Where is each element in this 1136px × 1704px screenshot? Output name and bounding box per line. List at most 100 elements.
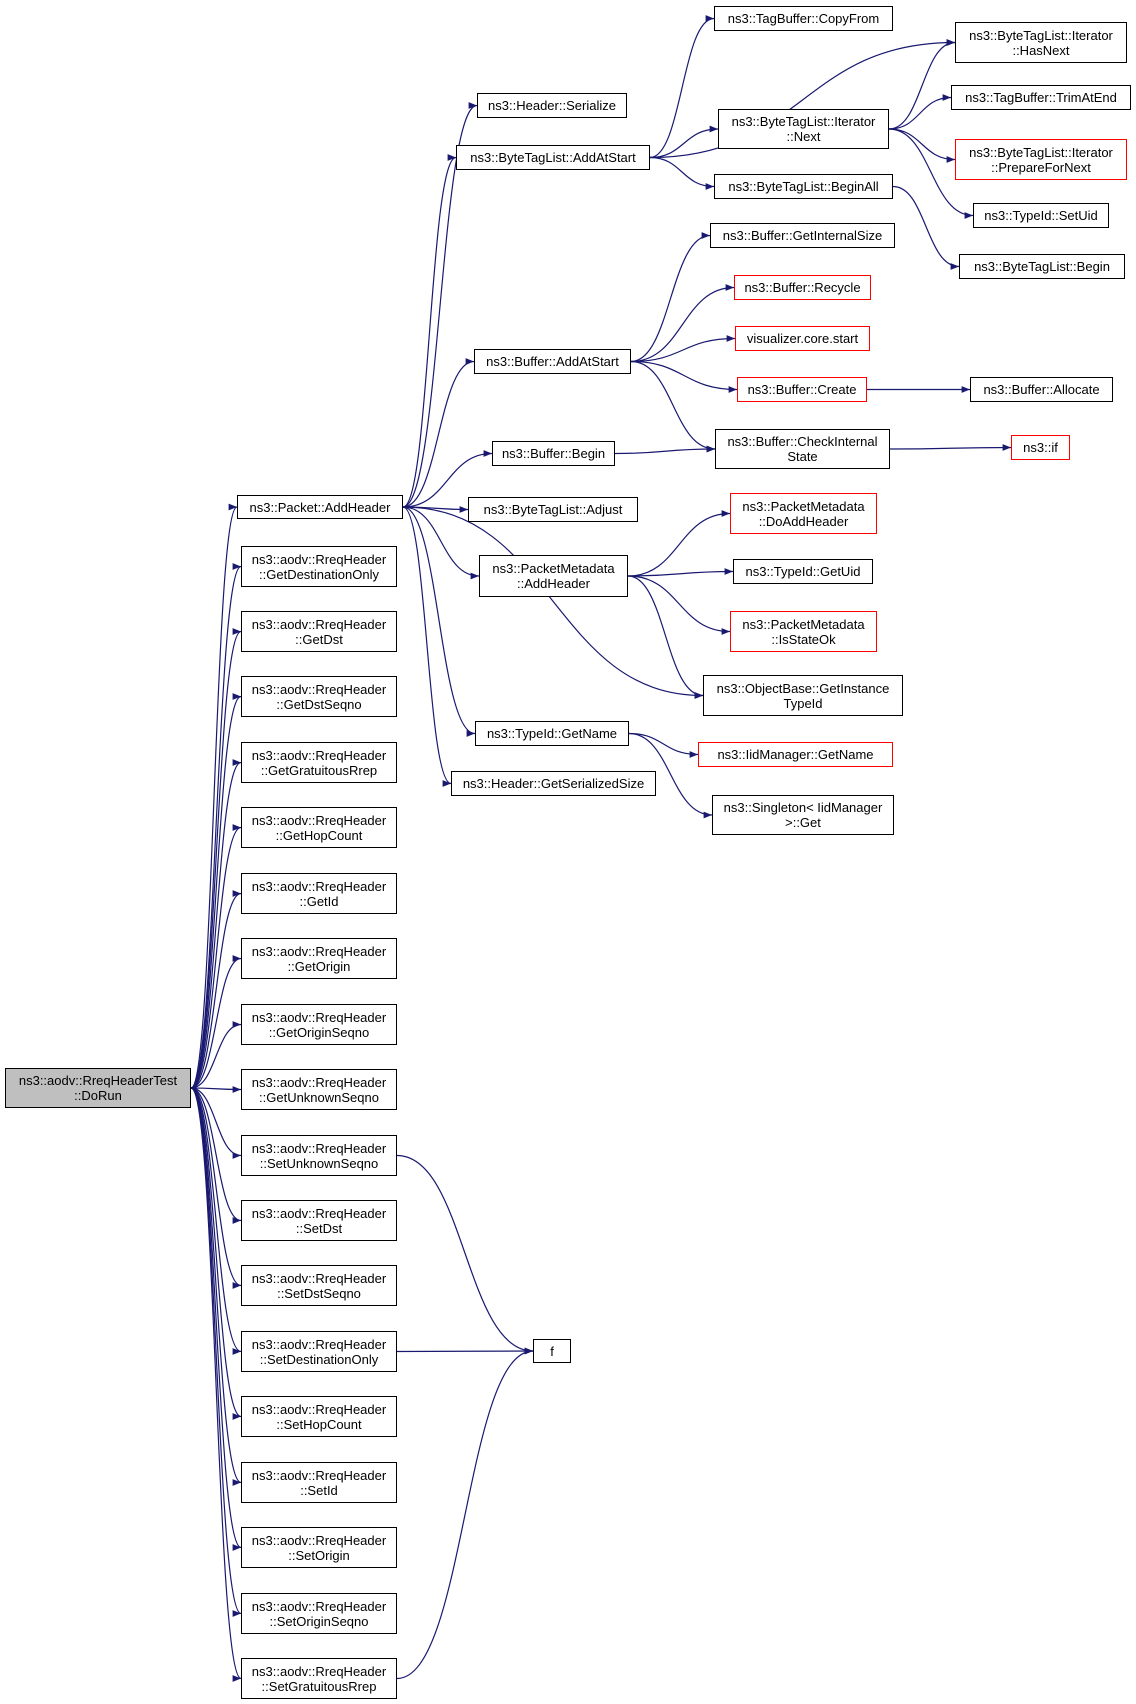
edge-dorun-to-sethopcount (190, 1087, 242, 1420)
node-getunknownseqno[interactable]: ns3::aodv::RreqHeader::GetUnknownSeqno (241, 1069, 397, 1110)
node-setunknownseqno[interactable]: ns3::aodv::RreqHeader::SetUnknownSeqno (241, 1135, 397, 1176)
node-setdstseqno[interactable]: ns3::aodv::RreqHeader::SetDstSeqno (241, 1265, 397, 1306)
node-bufrecycle[interactable]: ns3::Buffer::Recycle (734, 275, 871, 300)
node-ns3if[interactable]: ns3::if (1011, 435, 1070, 460)
node-label: ns3::aodv::RreqHeader (251, 616, 387, 632)
node-label: ::SetDst (295, 1220, 343, 1236)
node-bufgetintsize[interactable]: ns3::Buffer::GetInternalSize (710, 223, 895, 248)
node-label: ::PrepareForNext (991, 159, 1091, 175)
node-label: ns3::Buffer::Recycle (744, 280, 861, 295)
node-label: ns3::PacketMetadata (742, 498, 865, 514)
edge-addheader-to-bufbegin (402, 450, 493, 508)
node-btladdatstart[interactable]: ns3::ByteTagList::AddAtStart (456, 145, 650, 170)
node-setdst[interactable]: ns3::aodv::RreqHeader::SetDst (241, 1200, 397, 1241)
edge-dorun-to-setdestonly (190, 1087, 242, 1355)
node-tidgetuid[interactable]: ns3::TypeId::GetUid (733, 559, 873, 584)
node-label: visualizer.core.start (746, 331, 859, 346)
node-tidgetname[interactable]: ns3::TypeId::GetName (475, 721, 629, 746)
node-btlbeginall[interactable]: ns3::ByteTagList::BeginAll (714, 174, 893, 199)
node-label: ::GetUnknownSeqno (259, 1089, 379, 1105)
edge-dorun-to-gethopcount (190, 824, 242, 1089)
edge-dorun-to-setid (190, 1087, 242, 1486)
node-getdstseqno[interactable]: ns3::aodv::RreqHeader::GetDstSeqno (241, 676, 397, 717)
node-label: ns3::PacketMetadata (742, 616, 865, 632)
edge-bufaddatstart-to-bufcreate (630, 360, 738, 393)
node-label: ns3::aodv::RreqHeader (251, 747, 387, 763)
node-getid[interactable]: ns3::aodv::RreqHeader::GetId (241, 873, 397, 914)
node-label: ::GetDestinationOnly (259, 566, 379, 582)
node-label: ns3::ByteTagList::AddAtStart (470, 150, 636, 165)
node-iidmgetname[interactable]: ns3::IidManager::GetName (698, 742, 893, 767)
node-label: ns3::aodv::RreqHeader (251, 1074, 387, 1090)
node-getdst[interactable]: ns3::aodv::RreqHeader::GetDst (241, 611, 397, 652)
node-setdestonly[interactable]: ns3::aodv::RreqHeader::SetDestinationOnl… (241, 1331, 397, 1372)
node-label: ns3::ByteTagList::Iterator (969, 144, 1113, 160)
node-setorigin[interactable]: ns3::aodv::RreqHeader::SetOrigin (241, 1527, 397, 1568)
node-label: ::SetDstSeqno (277, 1285, 361, 1301)
edge-dorun-to-setunknownseqno (190, 1087, 242, 1159)
edge-btlbeginall-to-btlbegin (892, 185, 960, 270)
node-label: ::DoAddHeader (758, 513, 849, 529)
node-dorun[interactable]: ns3::aodv::RreqHeaderTest::DoRun (5, 1068, 191, 1108)
node-btlitnext[interactable]: ns3::ByteTagList::Iterator::Next (718, 109, 889, 149)
node-getgratrrep[interactable]: ns3::aodv::RreqHeader::GetGratuitousRrep (241, 742, 397, 783)
node-label: ::Next (786, 129, 821, 144)
node-label: ns3::aodv::RreqHeader (251, 1532, 387, 1548)
node-btlbegin[interactable]: ns3::ByteTagList::Begin (959, 254, 1125, 279)
node-btladjust[interactable]: ns3::ByteTagList::Adjust (468, 497, 638, 522)
node-bufcreate[interactable]: ns3::Buffer::Create (737, 377, 867, 402)
node-label: ns3::aodv::RreqHeader (251, 1467, 387, 1483)
node-f[interactable]: f (533, 1339, 571, 1363)
node-vizstart[interactable]: visualizer.core.start (735, 326, 870, 351)
edge-btladdatstart-to-tagbufcopyfrom (649, 15, 715, 159)
edge-dorun-to-getdst (190, 628, 242, 1089)
node-label: ::SetId (300, 1482, 338, 1498)
edge-dorun-to-getgratrrep (190, 759, 242, 1089)
node-hdrgetsize[interactable]: ns3::Header::GetSerializedSize (451, 771, 656, 796)
node-sethopcount[interactable]: ns3::aodv::RreqHeader::SetHopCount (241, 1396, 397, 1437)
node-label: ::SetOrigin (288, 1547, 350, 1563)
node-setid[interactable]: ns3::aodv::RreqHeader::SetId (241, 1462, 397, 1503)
node-addheader[interactable]: ns3::Packet::AddHeader (237, 495, 403, 519)
node-getoriginseqno[interactable]: ns3::aodv::RreqHeader::GetOriginSeqno (241, 1004, 397, 1045)
edge-btlitnext-to-btlithasnext (888, 39, 956, 130)
node-tagbuftrim[interactable]: ns3::TagBuffer::TrimAtEnd (951, 85, 1131, 110)
node-getorigin[interactable]: ns3::aodv::RreqHeader::GetOrigin (241, 938, 397, 979)
node-hdrserialize[interactable]: ns3::Header::Serialize (477, 93, 627, 118)
node-bufbegin[interactable]: ns3::Buffer::Begin (492, 441, 615, 466)
edge-setgratrrep-to-f (396, 1347, 534, 1680)
node-label: ns3::Buffer::Create (747, 382, 857, 397)
node-tidsetuid[interactable]: ns3::TypeId::SetUid (973, 203, 1109, 228)
node-label: ns3::aodv::RreqHeader (251, 1336, 387, 1352)
edge-tidgetname-to-iidmgetname (628, 732, 699, 758)
node-singletonget[interactable]: ns3::Singleton< IidManager>::Get (712, 795, 894, 835)
node-label: ::SetHopCount (276, 1416, 362, 1432)
node-setoriginseqno[interactable]: ns3::aodv::RreqHeader::SetOriginSeqno (241, 1593, 397, 1634)
edge-bufaddatstart-to-bufrecycle (630, 284, 735, 363)
node-label: ns3::TagBuffer::CopyFrom (727, 11, 880, 26)
node-bufallocate[interactable]: ns3::Buffer::Allocate (970, 377, 1113, 402)
node-label: ns3::Buffer::Allocate (983, 382, 1100, 397)
node-pmdoaddheader[interactable]: ns3::PacketMetadata::DoAddHeader (730, 493, 877, 534)
node-btlitprepare[interactable]: ns3::ByteTagList::Iterator::PrepareForNe… (955, 139, 1127, 180)
node-gethopcount[interactable]: ns3::aodv::RreqHeader::GetHopCount (241, 807, 397, 848)
node-bufaddatstart[interactable]: ns3::Buffer::AddAtStart (474, 349, 631, 374)
node-label: ns3::aodv::RreqHeader (251, 551, 387, 567)
node-btlithasnext[interactable]: ns3::ByteTagList::Iterator::HasNext (955, 22, 1127, 63)
node-pmaddheader[interactable]: ns3::PacketMetadata::AddHeader (479, 555, 628, 597)
edge-pmaddheader-to-tidgetuid (627, 568, 734, 577)
node-tagbufcopyfrom[interactable]: ns3::TagBuffer::CopyFrom (714, 6, 893, 31)
edge-bufbegin-to-bufcheckint (614, 445, 716, 455)
node-label: ns3::Packet::AddHeader (249, 499, 391, 515)
edge-addheader-to-objgetinsttid (402, 506, 704, 699)
node-getdestonly[interactable]: ns3::aodv::RreqHeader::GetDestinationOnl… (241, 546, 397, 587)
node-label: ::SetOriginSeqno (269, 1613, 369, 1629)
node-label: ::AddHeader (517, 576, 590, 591)
node-label: ::GetDst (295, 631, 343, 647)
edge-addheader-to-btladdatstart (402, 154, 457, 508)
node-pmisstateok[interactable]: ns3::PacketMetadata::IsStateOk (730, 611, 877, 652)
edge-bufcheckint-to-ns3if (889, 444, 1012, 451)
node-setgratrrep[interactable]: ns3::aodv::RreqHeader::SetGratuitousRrep (241, 1658, 397, 1699)
